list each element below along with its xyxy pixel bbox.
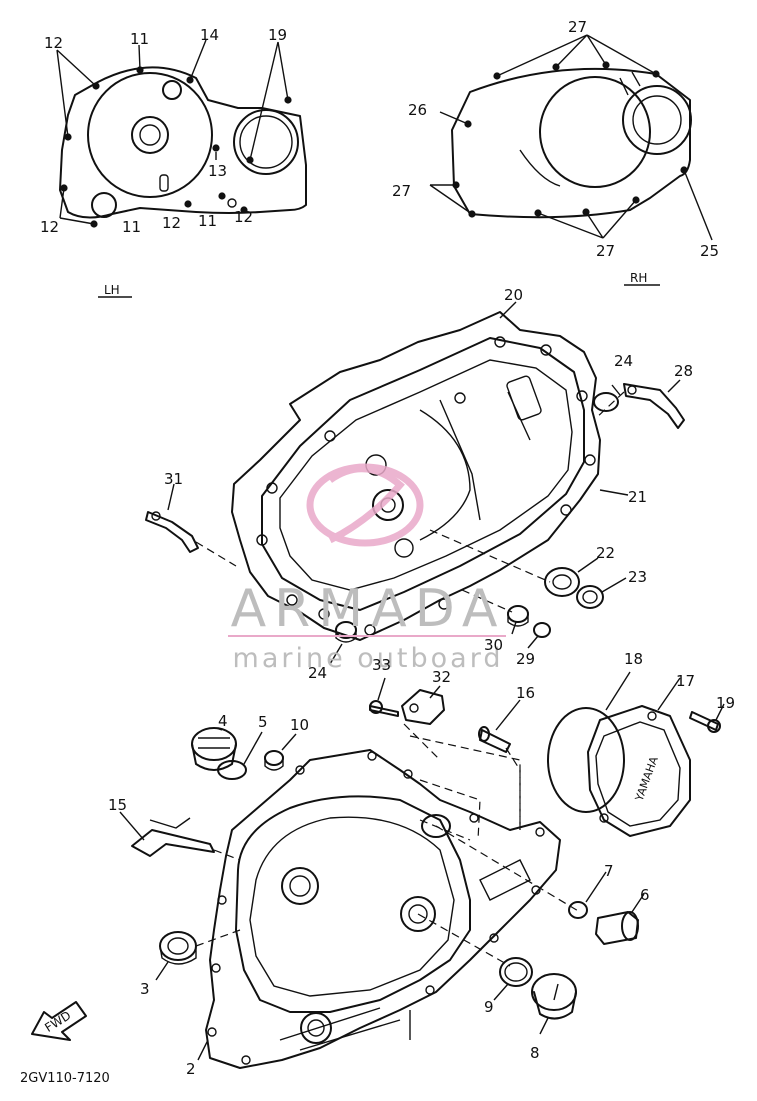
callout: 32 <box>432 668 451 686</box>
callout: 24 <box>308 664 327 682</box>
callout: 30 <box>484 636 503 654</box>
crankcase-cover-rh <box>231 311 601 641</box>
fwd-label: FWD <box>42 1008 73 1035</box>
small-parts-mid <box>145 301 685 665</box>
callout: 31 <box>164 470 183 488</box>
callout: 12 <box>162 214 181 232</box>
callout: 14 <box>200 26 219 44</box>
watermark-sub: marine outboard <box>233 643 504 674</box>
callout: 12 <box>40 218 59 236</box>
diagram-code: 2GV110-7120 <box>20 1071 110 1086</box>
callout: 18 <box>624 650 643 668</box>
lh-gasket <box>56 39 307 228</box>
callout: 13 <box>208 162 227 180</box>
callout: 2 <box>186 1060 196 1078</box>
callout: 16 <box>516 684 535 702</box>
callout: 3 <box>140 980 150 998</box>
callout: 7 <box>604 862 614 880</box>
cover-brand: YAMAHA <box>632 754 661 803</box>
small-parts-low <box>119 671 725 1035</box>
watermark-logo <box>306 463 424 547</box>
callout: 22 <box>596 544 615 562</box>
watermark-main: ARMADA <box>231 579 506 639</box>
callout: 26 <box>408 101 427 119</box>
side-label-rh: RH <box>630 271 647 285</box>
callout: 11 <box>130 30 149 48</box>
callout: 19 <box>716 694 735 712</box>
crankcase-cover-lh <box>197 735 581 1069</box>
callout: 6 <box>640 886 650 904</box>
side-label-lh: LH <box>104 283 120 297</box>
callout: 12 <box>234 208 253 226</box>
callout: 29 <box>516 650 535 668</box>
callout: 28 <box>674 362 693 380</box>
callout: 11 <box>122 218 141 236</box>
callout: 17 <box>676 672 695 690</box>
callout: 8 <box>530 1044 540 1062</box>
callout-labels: 12 11 14 19 13 12 11 12 11 12 27 26 27 2… <box>40 18 735 1078</box>
callout: 20 <box>504 286 523 304</box>
fwd-arrow: FWD <box>31 1001 87 1041</box>
rh-gasket <box>429 34 713 241</box>
callout: 27 <box>568 18 587 36</box>
callout: 27 <box>596 242 615 260</box>
callout: 5 <box>258 713 268 731</box>
callout: 23 <box>628 568 647 586</box>
callout: 9 <box>484 998 494 1016</box>
callout: 15 <box>108 796 127 814</box>
callout: 4 <box>218 712 228 730</box>
callout: 33 <box>372 656 391 674</box>
callout: 10 <box>290 716 309 734</box>
callout: 11 <box>198 212 217 230</box>
callout: 25 <box>700 242 719 260</box>
callout: 12 <box>44 34 63 52</box>
callout: 21 <box>628 488 647 506</box>
callout: 19 <box>268 26 287 44</box>
callout: 24 <box>614 352 633 370</box>
callout: 27 <box>392 182 411 200</box>
